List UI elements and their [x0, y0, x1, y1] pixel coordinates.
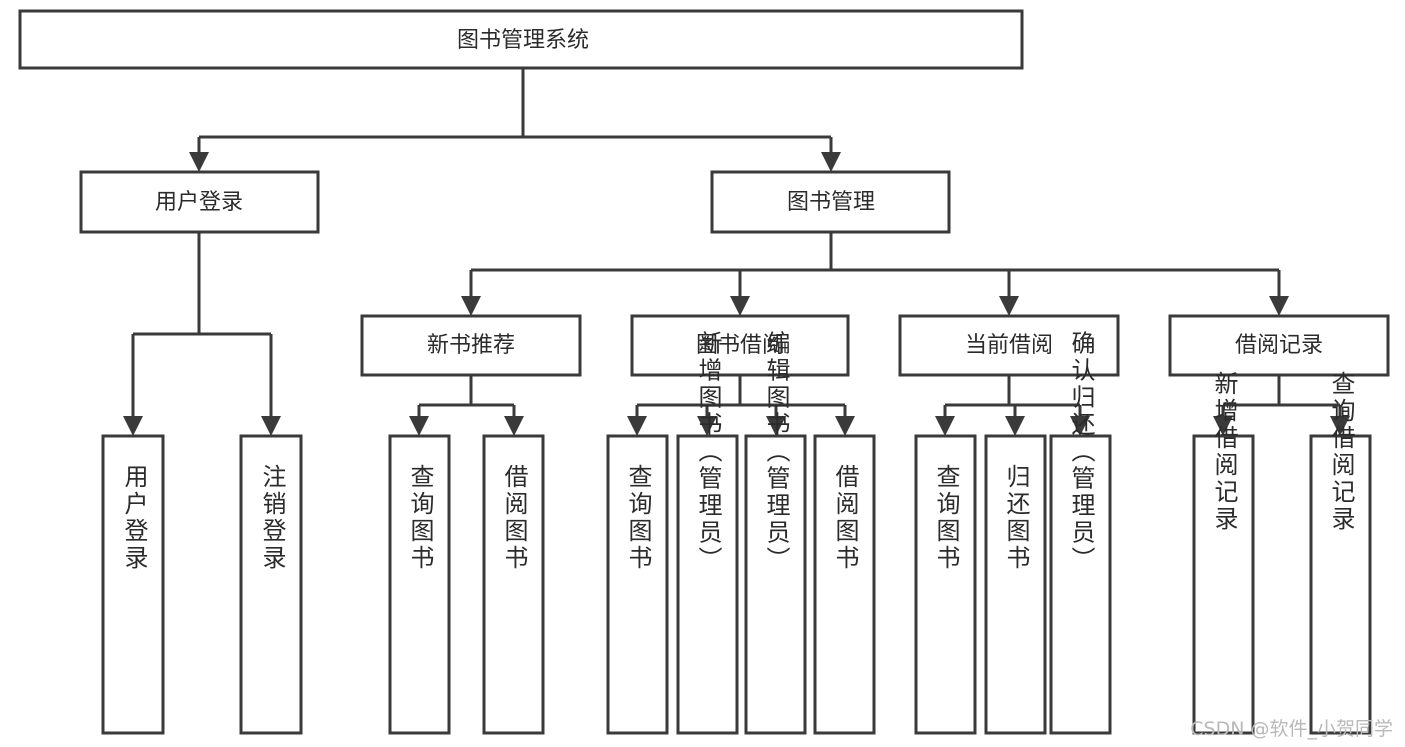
leaf-query-book-1-box[interactable] [388, 434, 451, 735]
arrow-to-leaf-borrow-book-2 [835, 416, 855, 436]
leaf-return-book-label: 归还图书 [1002, 464, 1030, 572]
leaf-query-record[interactable]: 查询借阅记录 [1309, 371, 1372, 735]
leaf-confirm-return-label: 确认归还（管理员） [1067, 331, 1095, 574]
leaf-query-book-1[interactable]: 查询图书 [388, 434, 451, 735]
leaf-confirm-return-box[interactable] [1049, 434, 1112, 735]
node-book-borrow[interactable]: 图书借阅 [630, 314, 850, 377]
leaf-query-book-3[interactable]: 查询图书 [914, 434, 977, 735]
arrow-to-leaf-query-book-2 [627, 416, 647, 436]
leaf-edit-book[interactable]: 编辑图书（管理员） [744, 331, 807, 735]
leaf-logout-login-box[interactable] [239, 434, 303, 735]
leaf-return-book-box[interactable] [984, 434, 1047, 735]
arrow-to-new-book-recommend [461, 296, 481, 316]
leaf-add-record[interactable]: 新增借阅记录 [1192, 371, 1255, 735]
leaf-logout-login[interactable]: 注销登录 [239, 434, 303, 735]
leaf-borrow-book-1[interactable]: 借阅图书 [482, 434, 545, 735]
node-new-book-recommend-label: 新书推荐 [427, 333, 515, 358]
arrow-to-leaf-query-book-1 [409, 416, 429, 436]
leaf-add-book-box[interactable] [676, 434, 739, 735]
csdn-watermark: CSDN @软件_小贺同学 [1190, 718, 1393, 740]
leaf-add-book-label: 新增图书（管理员） [694, 331, 722, 574]
arrow-to-leaf-return-book [1005, 416, 1025, 436]
arrow-to-leaf-borrow-book-1 [504, 416, 524, 436]
leaf-borrow-book-2-box[interactable] [813, 434, 876, 735]
leaf-user-login-box[interactable] [101, 434, 165, 735]
edge-root-to-bus [197, 68, 833, 152]
edge-current-borrow-to-bus [943, 375, 1082, 416]
leaf-query-book-2-label: 查询图书 [624, 464, 652, 572]
leaf-borrow-book-2-label: 借阅图书 [831, 464, 859, 572]
arrow-to-current-borrow [999, 296, 1019, 316]
node-new-book-recommend-box[interactable] [360, 314, 582, 377]
node-current-borrow-box[interactable] [898, 314, 1120, 377]
arrow-to-leaf-query-record [1330, 416, 1350, 436]
arrow-to-leaf-user-login [123, 416, 143, 436]
edge-book-management-to-bus [469, 232, 1281, 296]
node-borrow-record-label: 借阅记录 [1235, 333, 1323, 358]
node-user-login[interactable]: 用户登录 [79, 170, 320, 234]
node-current-borrow-label: 当前借阅 [965, 333, 1053, 358]
arrow-to-book-borrow [730, 296, 750, 316]
leaf-edit-book-label: 编辑图书（管理员） [762, 331, 790, 574]
arrow-to-leaf-logout-login [261, 416, 281, 436]
leaf-edit-book-box[interactable] [744, 434, 807, 735]
edge-user-login-to-bus [131, 232, 273, 416]
leaf-add-record-label: 新增借阅记录 [1210, 371, 1238, 533]
arrow-to-leaf-query-book-3 [935, 416, 955, 436]
edge-new-book-recommend-to-bus [417, 375, 516, 416]
edge-book-borrow-to-bus [635, 375, 847, 416]
leaf-borrow-book-1-label: 借阅图书 [500, 464, 528, 572]
leaf-query-book-3-box[interactable] [914, 434, 977, 735]
arrow-to-leaf-add-record [1213, 416, 1233, 436]
edges-layer [123, 68, 1350, 436]
arrow-to-user-login [189, 152, 209, 172]
node-borrow-record[interactable]: 借阅记录 [1168, 314, 1390, 377]
leaf-return-book[interactable]: 归还图书 [984, 434, 1047, 735]
leaf-logout-login-label: 注销登录 [258, 464, 286, 572]
node-current-borrow[interactable]: 当前借阅 [898, 314, 1120, 377]
node-root-box[interactable] [18, 9, 1024, 70]
node-root[interactable]: 图书管理系统 [18, 9, 1024, 70]
node-user-login-label: 用户登录 [155, 190, 243, 215]
arrow-to-leaf-add-book [697, 416, 717, 436]
leaf-query-book-3-label: 查询图书 [932, 464, 960, 572]
leaf-user-login-label: 用户登录 [120, 464, 148, 572]
node-user-login-box[interactable] [79, 170, 320, 234]
leaf-query-book-1-label: 查询图书 [406, 464, 434, 572]
leaf-query-book-2-box[interactable] [606, 434, 669, 735]
node-new-book-recommend[interactable]: 新书推荐 [360, 314, 582, 377]
arrow-to-leaf-edit-book [766, 416, 786, 436]
node-book-management-label: 图书管理 [787, 190, 875, 215]
node-book-borrow-box[interactable] [630, 314, 850, 377]
edge-borrow-record-to-bus [1221, 375, 1342, 416]
leaf-confirm-return[interactable]: 确认归还（管理员） [1049, 331, 1112, 735]
leaf-user-login[interactable]: 用户登录 [101, 434, 165, 735]
leaf-borrow-book-2[interactable]: 借阅图书 [813, 434, 876, 735]
node-borrow-record-box[interactable] [1168, 314, 1390, 377]
node-book-management-box[interactable] [710, 170, 951, 234]
arrow-to-book-management [821, 152, 841, 172]
node-root-label: 图书管理系统 [457, 28, 589, 53]
node-book-borrow-label: 图书借阅 [696, 333, 784, 358]
leaf-add-record-box[interactable] [1192, 434, 1255, 735]
leaf-borrow-book-1-box[interactable] [482, 434, 545, 735]
arrow-to-borrow-record [1269, 296, 1289, 316]
node-book-management[interactable]: 图书管理 [710, 170, 951, 234]
leaf-query-record-label: 查询借阅记录 [1327, 371, 1355, 533]
leaf-query-record-box[interactable] [1309, 434, 1372, 735]
leaf-query-book-2[interactable]: 查询图书 [606, 434, 669, 735]
arrow-to-leaf-confirm-return [1070, 416, 1090, 436]
leaf-add-book[interactable]: 新增图书（管理员） [676, 331, 739, 735]
